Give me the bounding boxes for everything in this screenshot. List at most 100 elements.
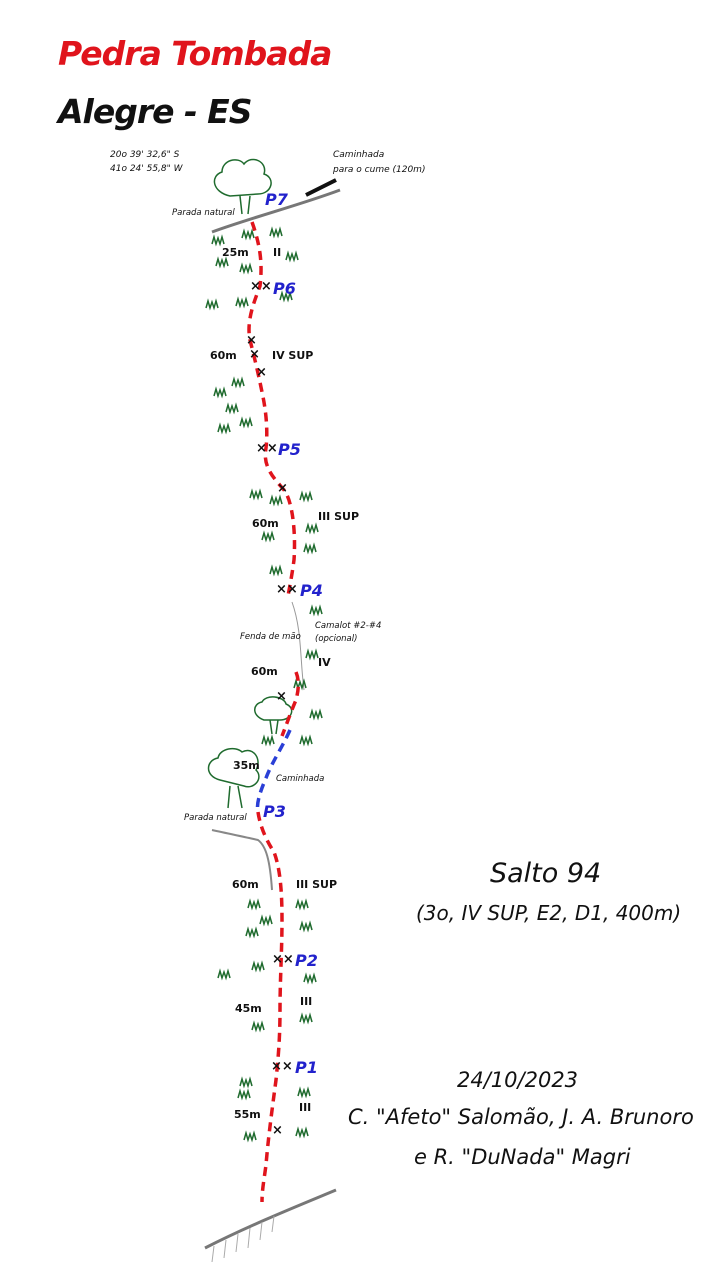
grass-tuft: [309, 604, 323, 617]
gear-note: Camalot #2-#4: [315, 621, 381, 631]
grass-tuft: [293, 678, 307, 691]
belay-label: P6: [273, 279, 296, 298]
ascent-date: 24/10/2023: [457, 1068, 579, 1092]
walk-note: Caminhada: [276, 774, 324, 784]
grass-tuft: [245, 926, 259, 939]
grass-tuft: [299, 920, 313, 933]
belay-label: P3: [263, 802, 286, 821]
grass-tuft: [305, 648, 319, 661]
grass-tuft: [205, 298, 219, 311]
anchor-mark: ××: [272, 952, 294, 967]
grass-tuft: [249, 488, 263, 501]
grass-tuft: [303, 972, 317, 985]
grass-tuft: [217, 968, 231, 981]
tree-icon: [207, 747, 260, 809]
pitch-grade: III SUP: [296, 878, 337, 891]
bolt-mark: ×: [272, 1123, 283, 1138]
pitch-grade: IV SUP: [272, 349, 313, 362]
grass-tuft: [299, 1012, 313, 1025]
pitch-length: 60m: [252, 517, 279, 530]
grass-tuft: [213, 386, 227, 399]
grass-tuft: [243, 1130, 257, 1143]
grass-tuft: [215, 256, 229, 269]
grass-tuft: [303, 542, 317, 555]
grass-tuft: [237, 1088, 251, 1101]
anchor-mark: ××: [250, 279, 272, 294]
walk-line: [255, 729, 292, 813]
grass-tuft: [259, 914, 273, 927]
mid-ledge: [211, 829, 273, 891]
anchor-mark: ××: [256, 441, 278, 456]
route-line-lower: [256, 811, 284, 1203]
bolt-mark: ×: [277, 481, 288, 496]
natural-anchor-note: Parada natural: [172, 208, 235, 218]
credits-line-1: C. "Afeto" Salomão, J. A. Brunoro: [348, 1105, 694, 1129]
grass-tuft: [247, 898, 261, 911]
route-line-crack-exit: [280, 671, 301, 737]
bolt-mark: ×: [276, 689, 287, 704]
pitch-grade: III: [300, 995, 312, 1008]
tree-icon: [254, 696, 293, 735]
grass-tuft: [235, 296, 249, 309]
grass-tuft: [269, 564, 283, 577]
base-hatching: [211, 1215, 275, 1263]
anchor-mark: ××: [276, 582, 298, 597]
grass-tuft: [261, 734, 275, 747]
descent-note-line1: Caminhada: [333, 150, 385, 160]
grass-tuft: [299, 734, 313, 747]
grass-tuft: [251, 1020, 265, 1033]
grass-tuft: [231, 376, 245, 389]
grass-tuft: [241, 228, 255, 241]
anchor-mark: ××: [271, 1059, 293, 1074]
summit-ridge: [211, 188, 341, 234]
bolt-mark: ×: [249, 347, 260, 362]
grass-tuft: [309, 708, 323, 721]
pitch-length: 60m: [232, 878, 259, 891]
grass-tuft: [295, 898, 309, 911]
pitch-grade: IV: [318, 656, 331, 669]
pitch-length: 60m: [210, 349, 237, 362]
coordinate-latitude: 20o 39' 32,6" S: [110, 150, 180, 160]
topo-title: Pedra Tombada: [58, 34, 332, 73]
grass-tuft: [225, 402, 239, 415]
gear-optional-note: (opcional): [315, 634, 357, 644]
grass-tuft: [279, 290, 293, 303]
belay-label: P1: [295, 1058, 318, 1077]
descent-note-line2: para o cume (120m): [333, 165, 426, 175]
bolt-mark: ×: [246, 333, 257, 348]
tree-icon: [213, 158, 272, 215]
grass-tuft: [297, 1086, 311, 1099]
grass-tuft: [239, 416, 253, 429]
belay-label: P7: [265, 190, 289, 209]
topo-location: Alegre - ES: [58, 92, 252, 131]
vegetation: [205, 226, 323, 1143]
grass-tuft: [295, 1126, 309, 1139]
crack-line: [291, 601, 305, 691]
grass-tuft: [285, 250, 299, 263]
grass-tuft: [261, 530, 275, 543]
pitch-length: 25m: [222, 246, 249, 259]
pitch-length: 60m: [251, 665, 278, 678]
grass-tuft: [217, 422, 231, 435]
route-grade: (3o, IV SUP, E2, D1, 400m): [416, 901, 682, 925]
grass-tuft: [211, 234, 225, 247]
grass-tuft: [239, 1076, 253, 1089]
belay-label: P4: [300, 581, 323, 600]
pitch-grade: II: [273, 246, 281, 259]
grass-tuft: [239, 262, 253, 275]
grass-tuft: [269, 494, 283, 507]
pitch-grade: III SUP: [318, 510, 359, 523]
belay-label: P5: [278, 440, 301, 459]
grass-tuft: [305, 522, 319, 535]
grass-tuft: [251, 960, 265, 973]
credits-line-2: e R. "DuNada" Magri: [414, 1145, 631, 1169]
grass-tuft: [269, 226, 283, 239]
route-line-upper: [247, 221, 297, 597]
bolt-mark: ×: [256, 365, 267, 380]
pitch-length: 55m: [234, 1108, 261, 1121]
crack-note: Fenda de mão: [240, 632, 301, 642]
base-ground: [204, 1188, 337, 1250]
pitch-length: 45m: [235, 1002, 262, 1015]
pitch-length: 35m: [233, 759, 260, 772]
